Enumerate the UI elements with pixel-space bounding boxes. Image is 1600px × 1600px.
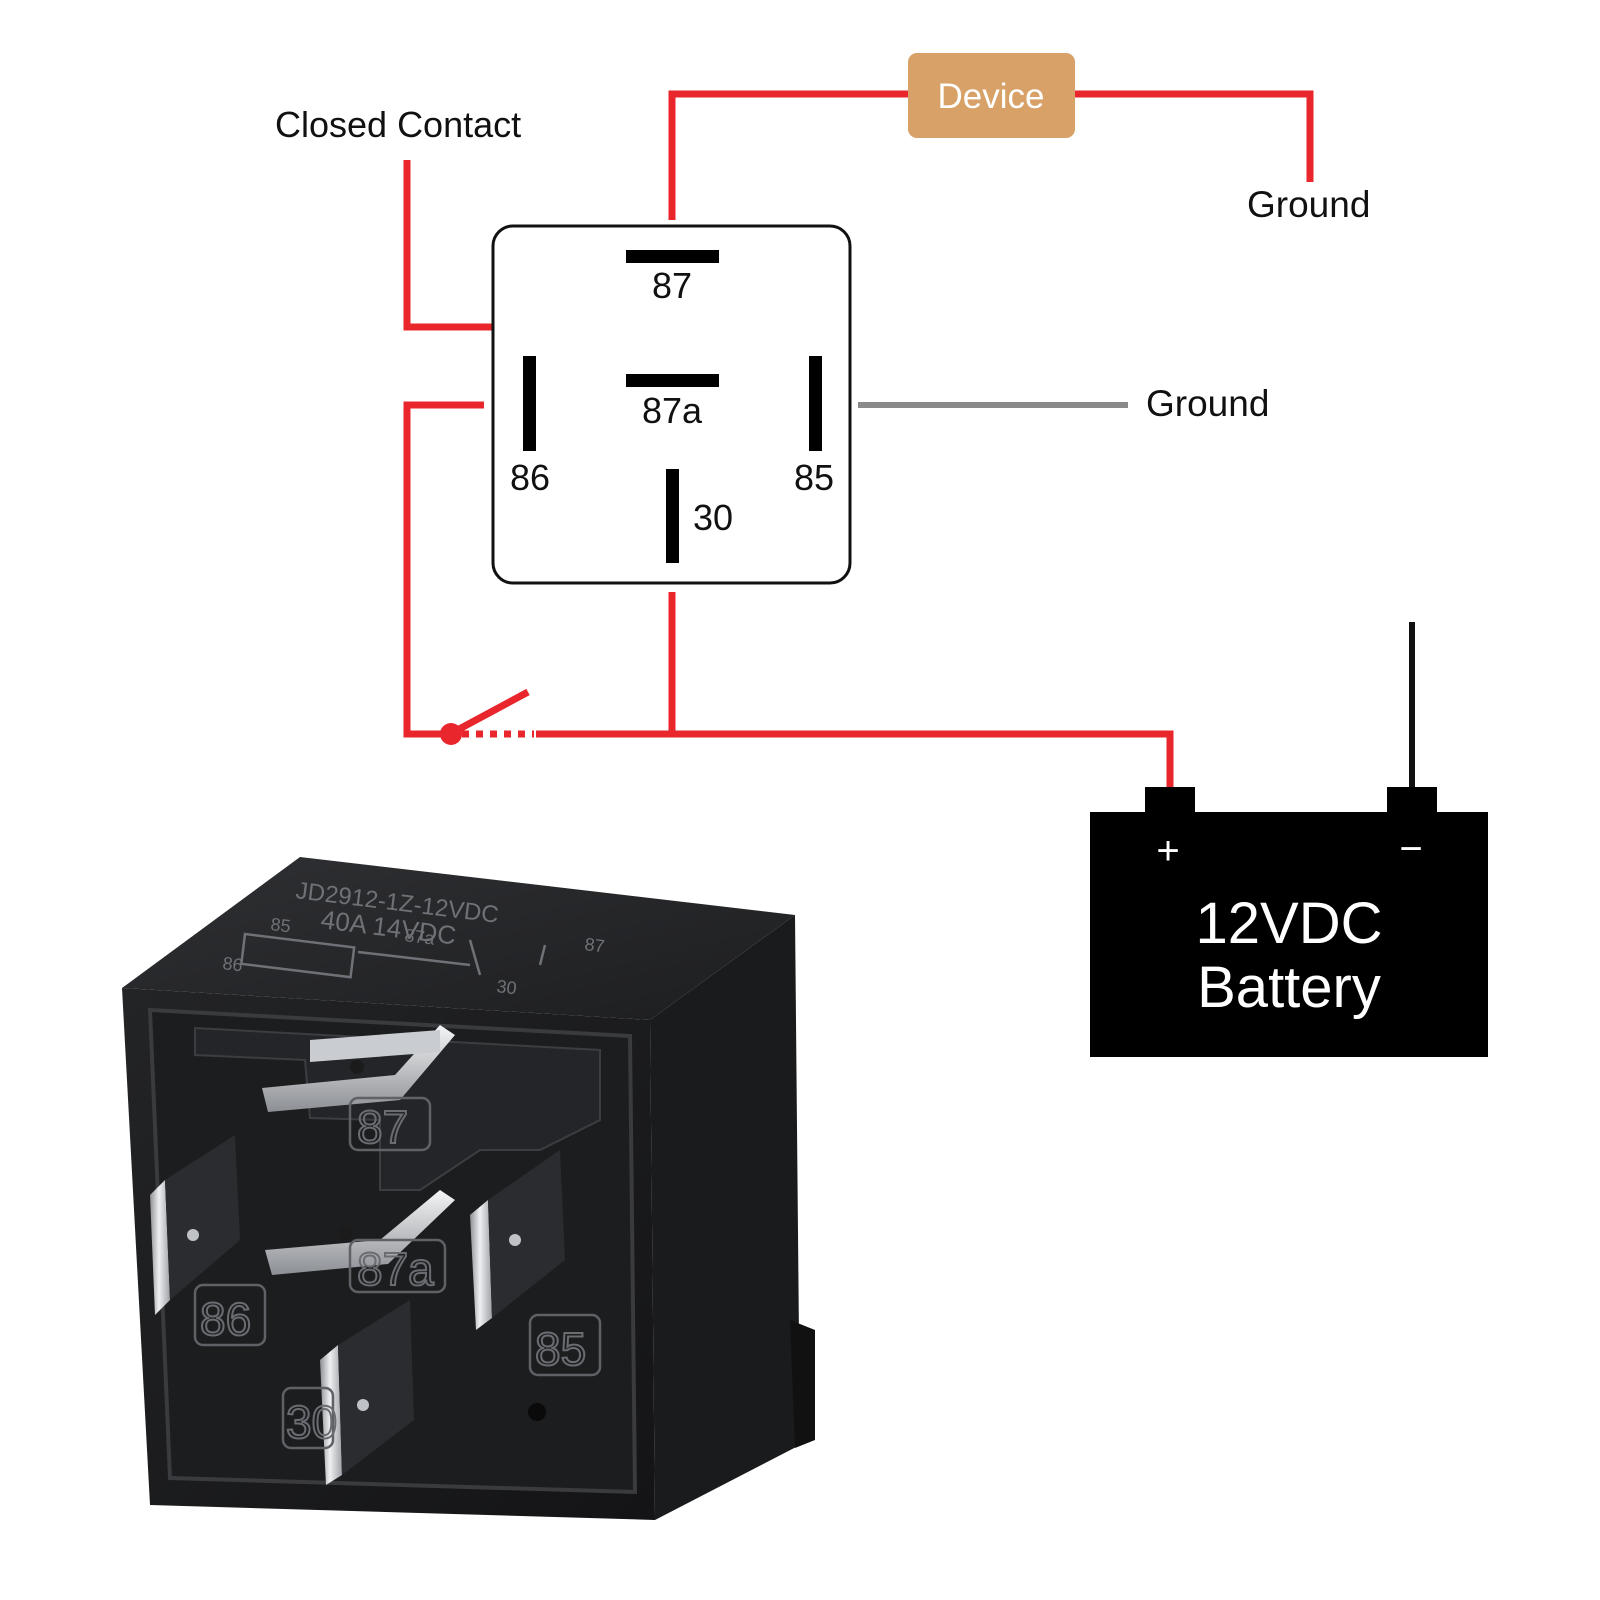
battery-body (1090, 812, 1488, 1057)
battery-label-line2: Battery (1197, 955, 1381, 1020)
wire-switch-to-battery-positive (536, 730, 1174, 790)
relay-mold-ridge (194, 1026, 601, 1191)
relay-sch-86: 86 (222, 953, 244, 975)
relay-pin-85 (470, 1150, 565, 1330)
pin-86-label: 86 (510, 457, 550, 498)
switch-pivot (440, 723, 462, 745)
relay-sch-87a: 87a (404, 925, 437, 949)
battery-label-line1: 12VDC (1196, 891, 1383, 956)
relay-pin-diagram: 87 87a 86 85 30 (491, 224, 852, 585)
relay-top-face (122, 857, 795, 1020)
device-box: Device (908, 53, 1075, 138)
relay-sch-87: 87 (584, 934, 606, 956)
switch-blade (448, 688, 530, 738)
pin-87-label: 87 (652, 265, 692, 306)
relay-side-face (650, 915, 800, 1520)
relay-box (491, 224, 852, 585)
relay-sch-lines (239, 932, 547, 979)
battery-plus-sign: + (1156, 829, 1179, 873)
pin-85-bar (809, 356, 822, 451)
relay-mold-86: 86 (200, 1293, 251, 1345)
pin-85-label: 85 (794, 457, 834, 498)
relay-pin-87 (262, 1025, 455, 1112)
relay-pin-86 (150, 1135, 240, 1315)
pin-86-bar (523, 356, 536, 451)
pin-87a-bar (626, 374, 719, 387)
closed-contact-label: Closed Contact (275, 104, 521, 145)
relay-mold-87a: 87a (357, 1243, 434, 1295)
ground-label-top: Ground (1247, 184, 1370, 225)
pin-30-bar (666, 469, 679, 563)
battery: + − 12VDC Battery (1090, 787, 1488, 1057)
wire-device-to-ground (1070, 90, 1314, 182)
pin-87a-label: 87a (642, 390, 703, 431)
wire-86-to-switch (403, 401, 484, 738)
relay-pin-30 (320, 1300, 414, 1485)
relay-pin-87a (265, 1190, 455, 1275)
ground-label-mid: Ground (1146, 383, 1269, 424)
device-label: Device (938, 77, 1045, 116)
battery-minus-sign: − (1399, 827, 1422, 871)
relay-mold-87: 87 (357, 1101, 408, 1153)
relay-sch-30: 30 (496, 976, 518, 998)
relay-mount-tab (790, 1320, 815, 1448)
relay-photo: JD2912-1Z-12VDC 40A 14VDC 85 86 87a 87 3… (122, 857, 815, 1520)
pin-87-bar (626, 250, 719, 263)
relay-mold-30: 30 (286, 1396, 337, 1448)
relay-mold-85: 85 (535, 1323, 586, 1375)
wire-87-to-device (668, 90, 910, 220)
pin-30-label: 30 (693, 497, 733, 538)
relay-vent-hole (528, 1403, 546, 1421)
relay-sch-85: 85 (270, 914, 292, 936)
